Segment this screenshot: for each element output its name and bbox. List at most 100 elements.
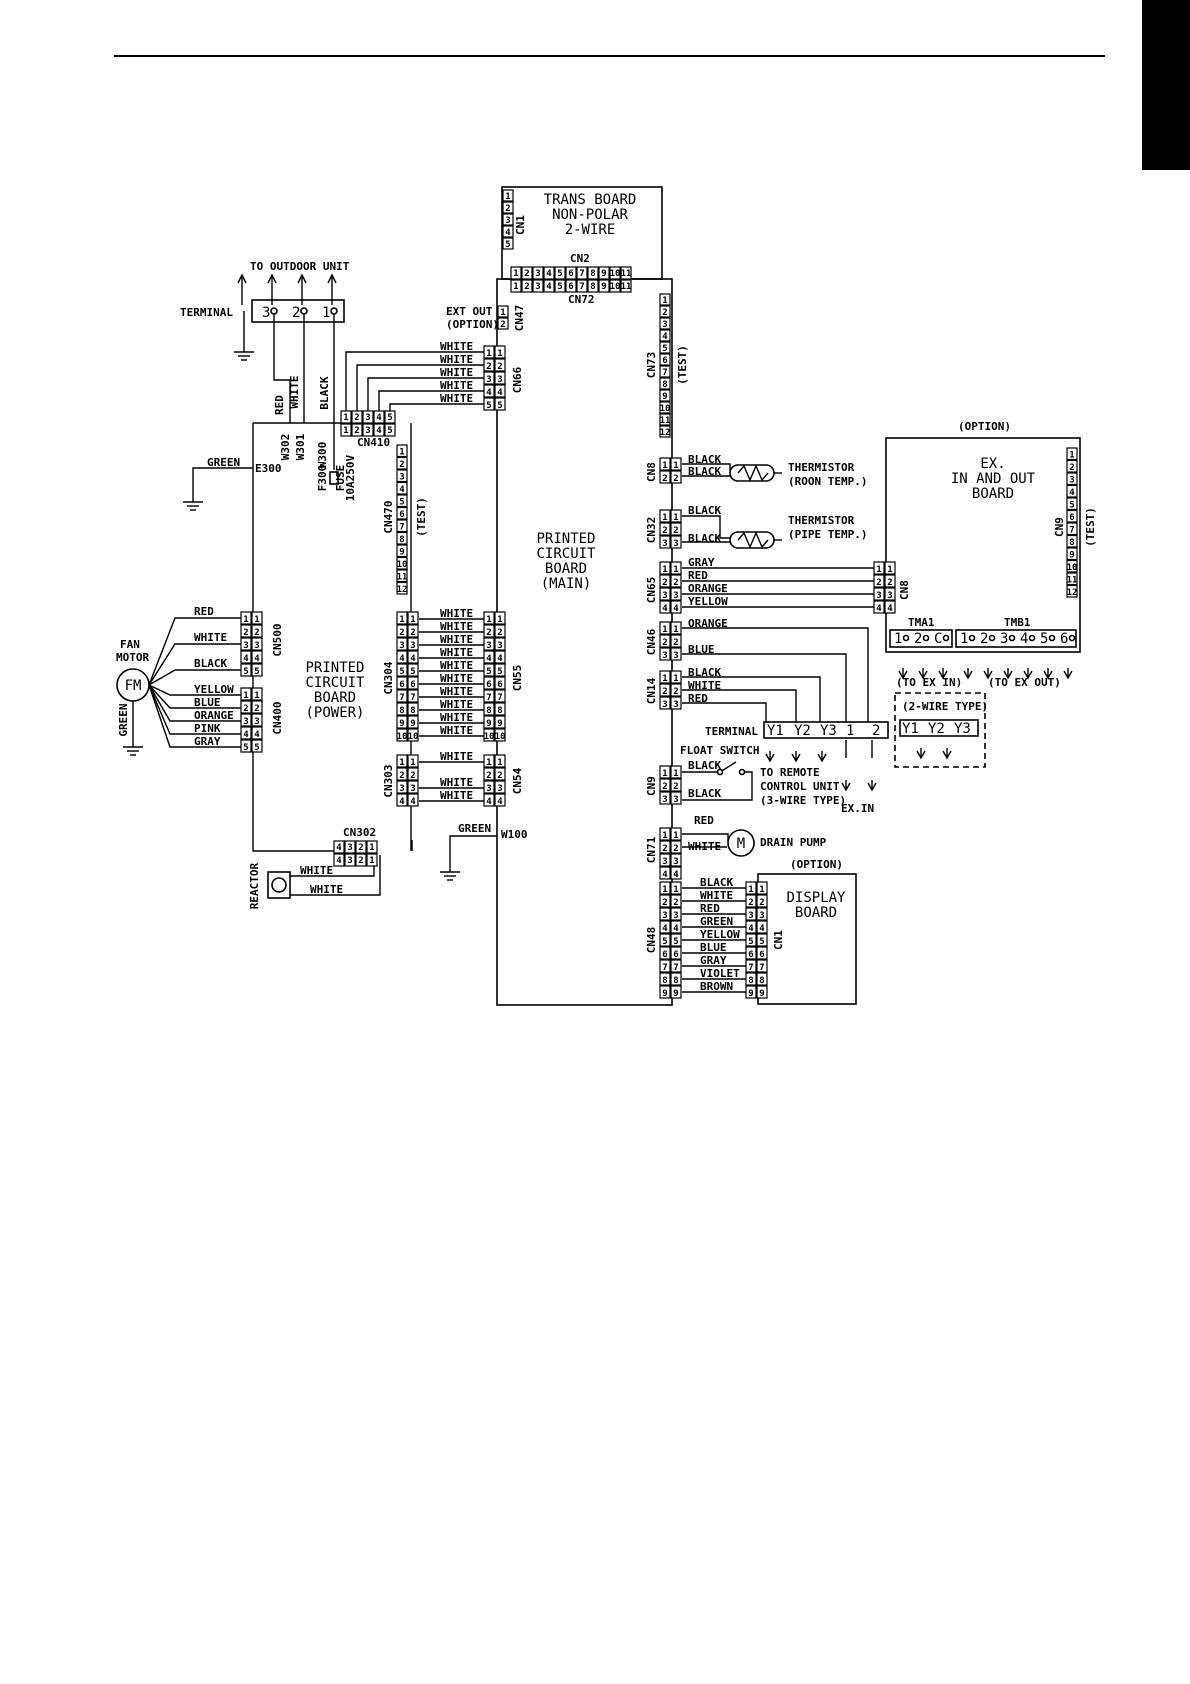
cn48-pin-num: 2 [662, 898, 667, 908]
cn55-pin-num: 8 [486, 706, 491, 716]
cn48-pin-num: 4 [673, 924, 679, 934]
cn1-disp-pin [745, 933, 757, 947]
cn400-pin-num: 1 [254, 691, 259, 701]
terminal-block-label: TERMINAL [705, 725, 758, 738]
cn8-ex-pin [884, 600, 896, 614]
cn500-pin [240, 663, 252, 677]
main-board-title: BOARD [545, 561, 587, 577]
cn73-pin-num: 11 [660, 416, 671, 426]
cn9-ex-pin-num: 9 [1069, 551, 1074, 561]
cn54-pin [483, 780, 495, 794]
cn66-pin-num: 2 [497, 362, 502, 372]
cn8-ex-pin [884, 561, 896, 575]
cn73-pin-num: 3 [662, 320, 667, 330]
cn2-cn72-pin [620, 279, 632, 293]
cn54-pin-num: 2 [486, 771, 491, 781]
cn9-ex-label: CN9 [1053, 517, 1066, 537]
float-switch-label: FLOAT SWITCH [680, 744, 759, 757]
cn54-pin [483, 754, 495, 768]
cn9-ex-pin [1066, 572, 1078, 586]
cn9-pin-num: 1 [662, 769, 667, 779]
cn400-pin [240, 687, 252, 701]
cn500-pin [251, 663, 263, 677]
outdoor-terminal-pin: 3 [262, 305, 270, 321]
cn1-disp-pin [756, 894, 768, 908]
cn66-wire [367, 377, 484, 411]
cn2-cn72-pin [554, 279, 566, 293]
cn73-pin [659, 293, 671, 306]
power-board-title: PRINTED [305, 660, 364, 676]
ex-in-label: EX.IN [841, 802, 874, 815]
cn304-wire-color: WHITE [440, 646, 473, 659]
cn55-pin-num: 7 [497, 693, 502, 703]
cn48-pin [670, 959, 682, 973]
cn55-pin-num: 3 [497, 641, 502, 651]
cn2-cn72-pin-num: 10 [610, 282, 621, 292]
cn9-ex-pin-num: 4 [1069, 488, 1075, 498]
ground-e300-color: GREEN [207, 456, 240, 469]
power-board-left-edge [252, 423, 340, 852]
main-board-title: PRINTED [536, 531, 595, 547]
cn470-pin-num: 1 [399, 448, 404, 458]
cn1-disp-pin-num: 1 [748, 885, 753, 895]
cn9-ex-pin [1066, 584, 1078, 598]
cn2-label: CN2 [570, 252, 590, 265]
cn304-wire-color: WHITE [440, 685, 473, 698]
cn2-cn72-pin [609, 279, 621, 293]
cn48-pin-num: 8 [673, 976, 678, 986]
cn55-pin-num: 7 [486, 693, 491, 703]
cn8-pin-num: 1 [662, 461, 667, 471]
cn48-wire-color: BLACK [700, 876, 733, 889]
cn14-pin-num: 3 [673, 700, 678, 710]
cn9-ex-pin-num: 8 [1069, 538, 1074, 548]
cn2-cn72-pin [598, 266, 610, 280]
cn400-pin [240, 700, 252, 714]
tmb1-pin: 6 [1060, 631, 1068, 647]
cn1-disp-pin [756, 933, 768, 947]
cn8-pin-num: 2 [673, 474, 678, 484]
cn32-pin [659, 522, 671, 536]
cn400-pin [240, 713, 252, 727]
terminal-block-pin: 1 [846, 723, 854, 739]
cn302-pin-num: 3 [347, 856, 352, 866]
cn14-pin [670, 696, 682, 710]
cn410-pin [373, 410, 385, 424]
cn46-pin [659, 634, 671, 648]
cn66-pin [494, 345, 506, 359]
cn1-disp-pin-num: 2 [759, 898, 764, 908]
cn48-pin [659, 985, 671, 999]
cn303-pin [407, 754, 419, 768]
remote-label: CONTROL UNIT [760, 780, 840, 793]
cn73-pin-num: 1 [662, 296, 667, 306]
cn470-pin-num: 8 [399, 535, 404, 545]
cn2-cn72-pin-num: 3 [535, 282, 540, 292]
cn65-pin-num: 4 [662, 604, 668, 614]
cn1-disp-pin [756, 946, 768, 960]
cn48-wire-color: GREEN [700, 915, 733, 928]
cn400-pin-num: 1 [243, 691, 248, 701]
cn1-disp-pin-num: 5 [748, 937, 753, 947]
cn500-pin [240, 624, 252, 638]
cn400-wire-color: GRAY [194, 735, 221, 748]
cn1-disp-pin [745, 985, 757, 999]
thermistor-pipe-zigzag [737, 531, 769, 549]
cn2-cn72-pin-num: 8 [590, 282, 595, 292]
cn303-pin [396, 793, 408, 807]
cn304-pin-num: 6 [399, 680, 404, 690]
cn66-wire-color: WHITE [440, 366, 473, 379]
cn302-pin-num: 4 [336, 856, 342, 866]
cn9-pin [659, 791, 671, 805]
cn65-pin-num: 3 [662, 591, 667, 601]
cn1-label: CN1 [514, 215, 527, 235]
cn71-pin-num: 1 [662, 831, 667, 841]
cn14-wire-color: BLACK [688, 666, 721, 679]
cn48-pin [659, 946, 671, 960]
cn2-cn72-pin [543, 279, 555, 293]
cn302-pin [344, 853, 356, 867]
cn1-disp-pin [745, 894, 757, 908]
ex-board-title: IN AND OUT [951, 471, 1036, 487]
cn304-pin [407, 689, 419, 703]
cn1-pin [502, 213, 514, 226]
cn303-pin-num: 2 [410, 771, 415, 781]
cn73-pin [659, 305, 671, 318]
